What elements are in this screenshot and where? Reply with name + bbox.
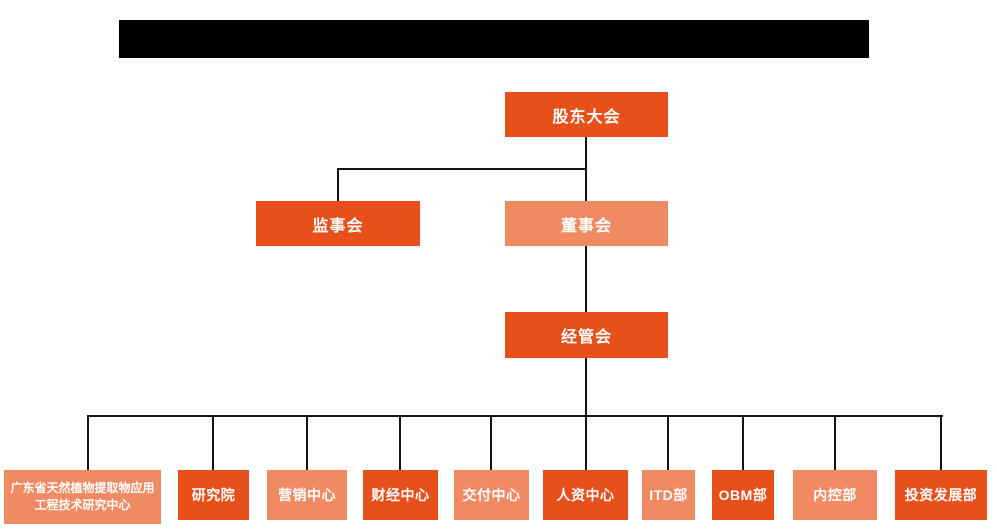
connector-drop-8 (742, 415, 744, 470)
connector-branch-supervisory (337, 168, 587, 170)
node-marketing-center: 营销中心 (267, 470, 347, 520)
redacted-title-bar (119, 20, 869, 58)
node-internal-control-dept: 内控部 (793, 470, 877, 520)
node-investment-development-dept: 投资发展部 (895, 470, 987, 520)
connector-supervisory-drop (337, 168, 339, 201)
connector-departments-bus (88, 415, 943, 417)
connector-drop-9 (834, 415, 836, 470)
connector-drop-2 (212, 415, 214, 470)
node-board-of-directors: 董事会 (505, 201, 668, 246)
connector-drop-10 (940, 415, 942, 470)
connector-management-down (585, 358, 587, 416)
node-management-committee: 经管会 (505, 312, 668, 358)
connector-drop-3 (306, 415, 308, 470)
node-supervisory-board: 监事会 (256, 201, 420, 246)
connector-drop-1 (87, 415, 89, 470)
connector-drop-6 (585, 415, 587, 470)
connector-drop-5 (490, 415, 492, 470)
node-finance-center: 财经中心 (363, 470, 438, 520)
node-gd-natural-plant-extract-research-center: 广东省天然植物提取物应用工程技术研究中心 (4, 470, 161, 524)
node-delivery-center: 交付中心 (454, 470, 529, 520)
node-shareholders-meeting: 股东大会 (505, 92, 668, 137)
connector-board-to-management (585, 246, 587, 312)
node-itd-dept: ITD部 (642, 470, 695, 520)
node-obm-dept: OBM部 (712, 470, 774, 520)
connector-drop-7 (667, 415, 669, 470)
connector-drop-4 (399, 415, 401, 470)
node-research-institute: 研究院 (178, 470, 249, 520)
node-hr-center: 人资中心 (543, 470, 628, 520)
